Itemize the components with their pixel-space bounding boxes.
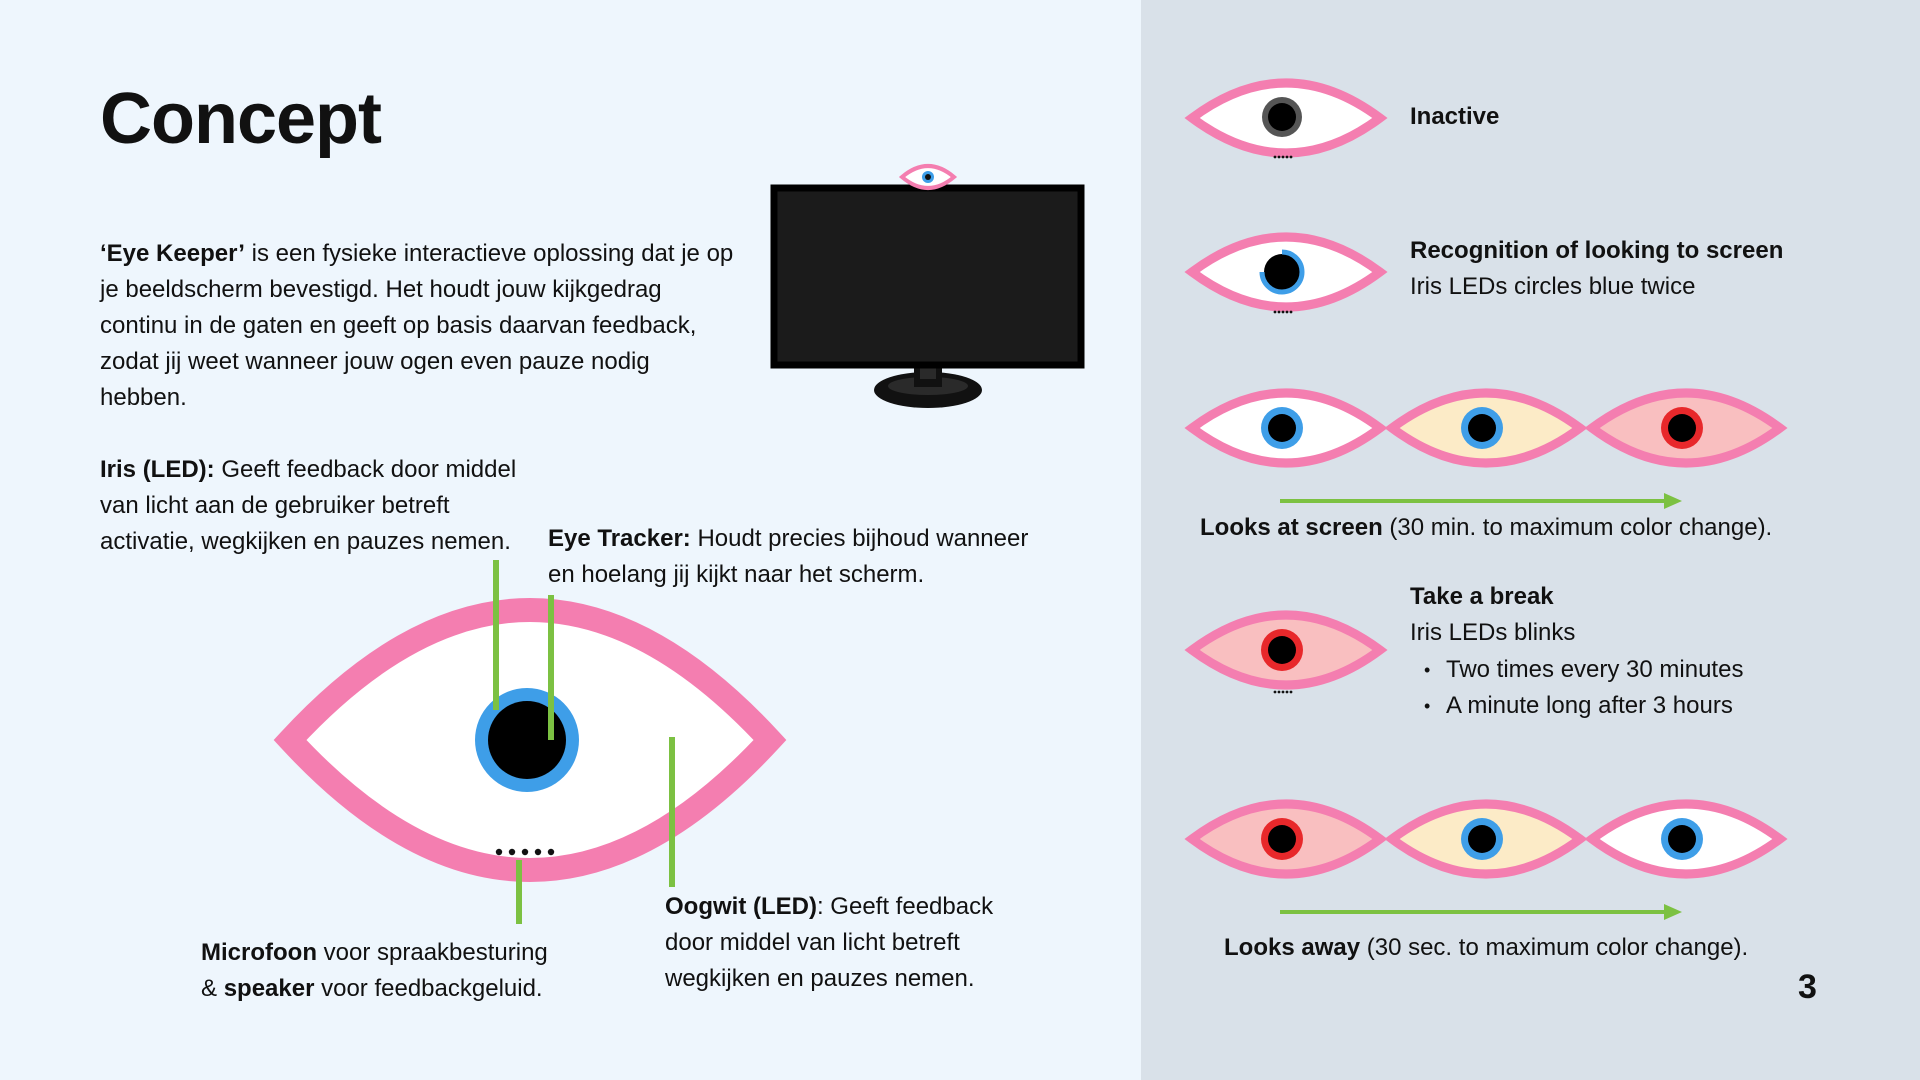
eye-tracker-label-text: Houdt precies bijhoud wanneer en hoelang… xyxy=(548,525,1029,588)
looks-screen-caption-text: (30 min. to maximum color change). xyxy=(1382,514,1773,541)
break-bullet-list: Two times every 30 minutes A minute long… xyxy=(1420,652,1743,724)
speaker-label-title: speaker xyxy=(223,975,315,1002)
state-break-subtitle: Iris LEDs blinks xyxy=(1410,619,1576,646)
state-recognition-title: Recognition of looking to screen xyxy=(1410,237,1784,264)
speaker-label-text: voor feedbackgeluid. xyxy=(314,975,543,1002)
mini-eye-device xyxy=(898,164,958,190)
looks-screen-eye-white xyxy=(1184,388,1388,468)
right-panel xyxy=(1141,0,1920,1080)
iris-label: Iris (LED): Geeft feedback door middel v… xyxy=(100,452,520,560)
looks-away-eye-cream xyxy=(1384,799,1588,879)
page-number: 3 xyxy=(1798,968,1817,1006)
looks-away-arrow xyxy=(1280,904,1682,920)
intro-body: is een fysieke interactieve oplossing da… xyxy=(100,240,734,411)
monitor-screen xyxy=(770,184,1085,369)
eye-tracker-label: Eye Tracker: Houdt precies bijhoud wanne… xyxy=(548,521,1048,593)
oogwit-label-title: Oogwit (LED) xyxy=(665,893,817,920)
monitor-illustration xyxy=(770,164,1085,408)
looks-away-eye-salmon xyxy=(1184,799,1388,879)
break-bullet-item: Two times every 30 minutes xyxy=(1420,652,1743,688)
looks-away-eye-white xyxy=(1584,799,1788,879)
big-eye-mic-dots xyxy=(495,848,555,856)
state-recognition-eye xyxy=(1184,232,1388,314)
product-name: ‘Eye Keeper’ xyxy=(100,240,245,267)
state-inactive-title: Inactive xyxy=(1410,103,1500,130)
intro-text: ‘Eye Keeper’ is een fysieke interactieve… xyxy=(100,236,740,416)
microphone-label-title: Microfoon xyxy=(201,939,317,966)
looks-away-caption: Looks away (30 sec. to maximum color cha… xyxy=(1224,934,1748,962)
looks-screen-eye-salmon xyxy=(1584,388,1788,468)
eye-tracker-label-title: Eye Tracker: xyxy=(548,525,691,552)
break-bullet-item: A minute long after 3 hours xyxy=(1420,688,1743,724)
looks-away-caption-title: Looks away xyxy=(1224,934,1361,961)
microphone-label: Microfoon voor spraakbesturing& speaker … xyxy=(201,935,601,1007)
looks-away-caption-text: (30 sec. to maximum color change). xyxy=(1360,934,1749,961)
page-title: Concept xyxy=(100,79,382,159)
big-eye-diagram xyxy=(273,560,787,924)
state-break-eye xyxy=(1184,610,1388,694)
big-eye-pupil xyxy=(488,701,566,779)
ampersand: & xyxy=(201,975,224,1002)
iris-label-text: Geeft feedback door middel van licht aan… xyxy=(100,456,517,555)
looks-screen-arrow xyxy=(1280,493,1682,509)
looks-screen-caption: Looks at screen (30 min. to maximum colo… xyxy=(1200,514,1772,542)
microphone-label-text: voor spraakbesturing xyxy=(316,939,548,966)
state-inactive-eye xyxy=(1184,78,1388,159)
iris-label-title: Iris (LED): xyxy=(100,456,215,483)
oogwit-label: Oogwit (LED): Geeft feedback door middel… xyxy=(665,889,1005,997)
state-break-title: Take a break xyxy=(1410,583,1554,610)
looks-screen-eye-cream xyxy=(1384,388,1588,468)
state-recognition-subtitle: Iris LEDs circles blue twice xyxy=(1410,273,1696,300)
looks-screen-caption-title: Looks at screen xyxy=(1200,514,1383,541)
oogwit-label-text: : Geeft feedback door middel van licht b… xyxy=(665,893,994,992)
